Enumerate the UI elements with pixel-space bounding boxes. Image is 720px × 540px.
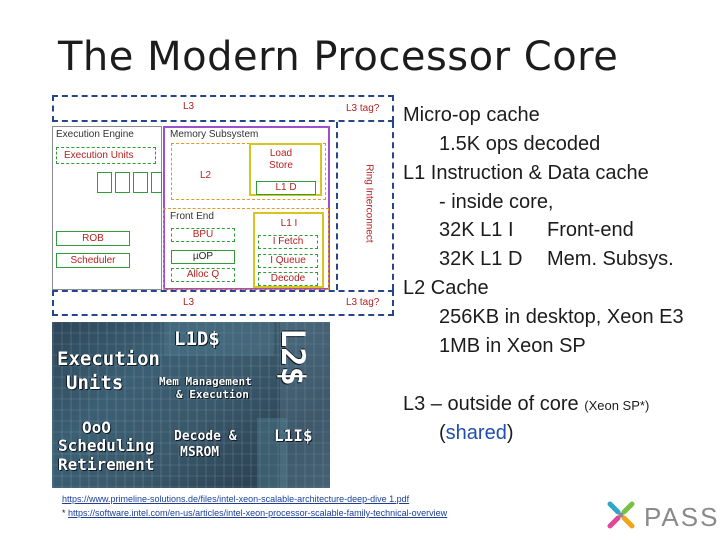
bullet-front-end: Front-end: [547, 219, 634, 241]
bpu-box: BPU: [171, 228, 235, 242]
footer-star: *: [62, 508, 69, 518]
memory-subsystem-label: Memory Subsystem: [170, 129, 259, 140]
l1i-region: [253, 212, 324, 288]
bullet-l2-cache: L2 Cache: [403, 277, 489, 299]
l3-tag-bottom-label: L3 tag?: [346, 297, 380, 308]
l1d-box: L1 D: [256, 181, 316, 195]
l1i-label: L1 I: [280, 218, 298, 229]
iqueue-box: I Queue: [258, 254, 318, 268]
die-label-retirement: Retirement: [58, 455, 155, 474]
l1d-region: [249, 143, 322, 196]
die-block-l1d: [164, 322, 274, 356]
execution-unit-2: [115, 172, 130, 193]
uop-box: µOP: [171, 250, 235, 264]
bullet-ops-decoded: 1.5K ops decoded: [439, 133, 601, 155]
execution-unit-3: [133, 172, 148, 193]
l2-label: L2: [200, 170, 212, 181]
ring-interconnect: [336, 122, 394, 290]
l3-bottom-label: L3: [183, 297, 195, 308]
execution-unit-1: [97, 172, 112, 193]
slide-title: The Modern Processor Core: [58, 34, 619, 80]
scheduler-box: Scheduler: [56, 253, 130, 268]
ring-interconnect-label: Ring Interconnect: [363, 164, 375, 243]
bullet-l2-desktop: 256KB in desktop, Xeon E3: [439, 306, 684, 328]
die-label-l1is: L1I$: [274, 426, 313, 445]
bullet-shared-word: shared: [445, 422, 507, 444]
die-label-l1d: L1D$: [174, 328, 220, 350]
front-end-label: Front End: [170, 211, 214, 222]
die-label-l2: L2$: [274, 328, 312, 386]
footer-link-intel[interactable]: * https://software.intel.com/en-us/artic…: [62, 508, 447, 518]
l3-top-label: L3: [183, 101, 195, 112]
bullet-shared: (shared): [439, 422, 514, 445]
bullet-l2-xeon-sp: 1MB in Xeon SP: [439, 335, 586, 357]
bullet-mem-subsys: Mem. Subsys.: [547, 248, 674, 270]
execution-engine-label: Execution Engine: [56, 129, 134, 140]
die-label-and-execution: & Execution: [176, 388, 249, 401]
die-label-execution: Execution: [57, 348, 160, 370]
die-label-mem-mgmt: Mem Management: [159, 375, 252, 388]
bullet-l3-text: L3 – outside of core: [403, 393, 579, 415]
alloc-q-box: Alloc Q: [171, 268, 235, 282]
footer-link-intel-text[interactable]: https://software.intel.com/en-us/article…: [68, 508, 448, 518]
die-label-msrom: MSROM: [180, 445, 220, 460]
bullet-l1d-size: 32K L1 D: [439, 248, 523, 270]
footer-link-primeline[interactable]: https://www.primeline-solutions.de/files…: [62, 494, 409, 504]
l3-region-top: [52, 95, 394, 122]
bullet-l3: L3 – outside of core (Xeon SP*): [403, 393, 649, 416]
die-label-units: Units: [66, 372, 124, 394]
load-store-label: Load Store: [251, 148, 311, 172]
bullet-l1i-size: 32K L1 I: [439, 219, 514, 241]
pass-logo: PASS: [604, 498, 720, 532]
l3-region-bottom: [52, 290, 394, 316]
die-photo: L1D$ L2$ Execution Units Mem Management …: [52, 322, 330, 488]
front-end: [163, 208, 329, 290]
die-label-ooo: OoO: [82, 418, 111, 437]
die-label-scheduling: Scheduling: [58, 436, 155, 455]
bullet-shared-close: ): [506, 422, 514, 444]
bullet-inside-core: - inside core,: [439, 191, 554, 213]
load-store-text: Load Store: [269, 148, 293, 171]
footer-link-primeline-text[interactable]: https://www.primeline-solutions.de/files…: [62, 494, 410, 504]
pass-logo-text: PASS: [644, 502, 720, 532]
execution-units: [56, 147, 156, 164]
die-label-decode: Decode &: [174, 429, 237, 444]
die-block-l1i: [257, 418, 287, 488]
ifetch-box: I Fetch: [258, 235, 318, 249]
l2-region: [171, 143, 326, 200]
bullet-l3-note: (Xeon SP*): [584, 398, 650, 413]
execution-engine: [52, 126, 162, 290]
rob-box: ROB: [56, 231, 130, 246]
pass-logo-icon: [607, 501, 635, 529]
die-block-l2: [280, 322, 330, 488]
bullet-l1-cache: L1 Instruction & Data cache: [403, 162, 649, 184]
execution-units-label: Execution Units: [64, 150, 134, 161]
decode-box: Decode: [258, 272, 318, 286]
bullet-shared-open: (: [439, 422, 446, 444]
l3-tag-top-label: L3 tag?: [346, 103, 380, 114]
bullet-micro-op-cache: Micro-op cache: [403, 104, 540, 126]
execution-unit-4: [151, 172, 162, 193]
